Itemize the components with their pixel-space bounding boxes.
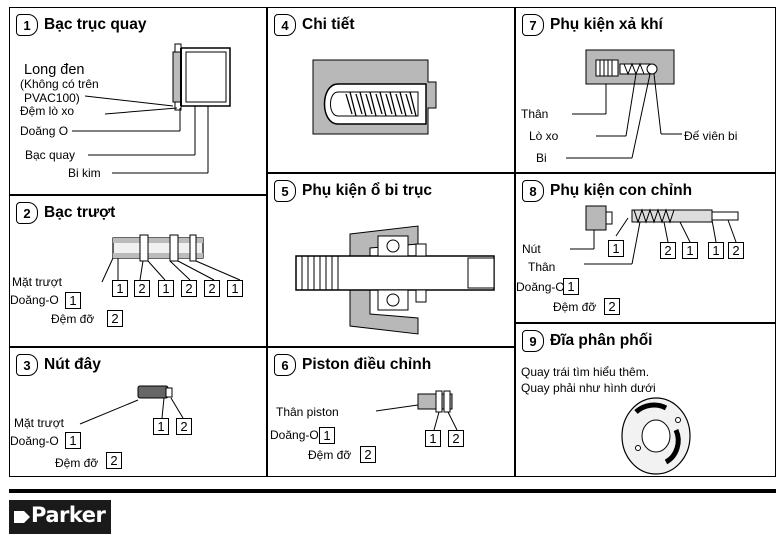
label-oring: Doăng-O	[516, 280, 565, 294]
rotary-bushing-drawing	[72, 43, 231, 174]
label-oring: Doăng O	[20, 124, 69, 138]
cell-number: 3	[16, 354, 38, 376]
label-body: Thân	[521, 107, 549, 121]
part-box: 1	[158, 280, 174, 297]
label-slide-face: Mặt trượt	[12, 275, 62, 289]
label-bushing: Bạc quay	[25, 148, 76, 162]
knob-part-box: 1	[608, 240, 624, 257]
label-washer: Long đen	[24, 62, 85, 78]
cell-detail: 4 Chi tiết	[267, 7, 515, 173]
label-washer-note2: PVAC100)	[24, 91, 80, 105]
legend-box-oring: 1	[319, 427, 335, 444]
cell-bearing-kit: 5 Phụ kiện ổ bi trục	[267, 173, 515, 347]
parker-logo-mark	[14, 511, 30, 523]
label-ball-seat: Đế viên bi	[684, 129, 738, 143]
part-box: 2	[181, 280, 197, 297]
port-plate-drawing	[621, 397, 691, 475]
cell-title: Phụ kiện ổ bi trục	[302, 182, 433, 199]
label-backup-ring: Đệm đỡ	[308, 448, 352, 462]
cell-adjuster-kit: 8 Phụ kiện con chỉnh 1 2 1 1 2 Nút Thân D…	[515, 173, 776, 323]
detail-drawing	[312, 59, 437, 135]
part-box: 1	[227, 280, 243, 297]
label-backup-ring: Đệm đỡ	[553, 300, 597, 314]
legend-box-backup: 2	[360, 446, 376, 463]
part-box: 2	[660, 242, 676, 259]
label-backup-ring: Đệm đỡ	[55, 456, 99, 470]
legend-box-oring: 1	[65, 432, 81, 449]
cell-title: Phụ kiện xả khí	[550, 16, 663, 33]
cell-number: 5	[274, 180, 296, 202]
plug-drawing	[79, 385, 184, 425]
legend-box-oring: 1	[563, 278, 579, 295]
cell-title: Piston điều chỉnh	[302, 356, 432, 373]
label-spring: Lò xo	[529, 129, 559, 143]
slide-bushing-drawing	[101, 234, 241, 283]
cell-number: 4	[274, 14, 296, 36]
cell-title: Đĩa phân phối	[550, 332, 653, 349]
cell-number: 2	[16, 202, 38, 224]
cell-bleed-kit: 7 Phụ kiện xả khí Thân Lò xo Bi Đế viên b…	[515, 7, 776, 173]
legend-box-backup: 2	[604, 298, 620, 315]
part-box: 1	[112, 280, 128, 297]
cell-rotary-bushing: 1 Bạc trục quay Long đen (Không có trên P…	[9, 7, 267, 195]
part-box: 1	[425, 430, 441, 447]
legend-box-oring: 1	[65, 292, 81, 309]
label-knob: Nút	[522, 242, 541, 256]
parker-logo: Parker	[9, 500, 111, 534]
legend-box-backup: 2	[106, 452, 122, 469]
label-ball: Bi	[536, 151, 547, 165]
note-line-1: Quay trái tìm hiểu thêm.	[521, 365, 650, 379]
cell-number: 9	[522, 330, 544, 352]
part-box: 1	[708, 242, 724, 259]
bleed-kit-drawing	[566, 49, 682, 159]
adjust-piston-drawing	[375, 390, 458, 431]
cell-title: Nút đây	[44, 356, 101, 373]
label-backup-ring: Đệm đỡ	[51, 312, 95, 326]
label-oring: Doăng-O	[10, 293, 59, 307]
part-box: 1	[153, 418, 169, 435]
cell-title: Phụ kiện con chỉnh	[550, 182, 693, 199]
note-line-2: Quay phải như hình dưới	[521, 381, 656, 395]
label-oring: Doăng-O	[10, 434, 59, 448]
cell-title: Bạc trượt	[44, 204, 116, 221]
bearing-kit-drawing	[295, 225, 495, 335]
cell-title: Chi tiết	[302, 16, 355, 33]
label-slide-face: Mặt trượt	[14, 416, 64, 430]
label-washer-note1: (Không có trên	[20, 77, 99, 91]
part-box: 2	[134, 280, 150, 297]
cell-number: 1	[16, 14, 38, 36]
adjuster-kit-drawing	[570, 205, 739, 265]
label-piston-body: Thân piston	[276, 405, 339, 419]
cell-slide-bushing: 2 Bạc trượt 1 2 1 2 2 1 Mặt trượt Doăng-O…	[9, 195, 267, 347]
legend-box-backup: 2	[107, 310, 123, 327]
cell-number: 8	[522, 180, 544, 202]
brand-name: Parker	[31, 503, 106, 527]
part-box: 2	[448, 430, 464, 447]
part-box: 1	[682, 242, 698, 259]
cell-number: 6	[274, 354, 296, 376]
cell-number: 7	[522, 14, 544, 36]
footer-rule	[9, 489, 776, 493]
label-oring: Doăng-O	[270, 428, 319, 442]
label-spring-pad: Đệm lò xo	[20, 104, 75, 118]
cell-title: Bạc trục quay	[44, 16, 147, 33]
part-box: 2	[176, 418, 192, 435]
cell-adjust-piston: 6 Piston điều chỉnh 1 2 Thân piston Doăng…	[267, 347, 515, 477]
part-box: 2	[204, 280, 220, 297]
label-body: Thân	[528, 260, 556, 274]
part-box: 2	[728, 242, 744, 259]
label-needle-bearing: Bi kim	[68, 166, 101, 180]
